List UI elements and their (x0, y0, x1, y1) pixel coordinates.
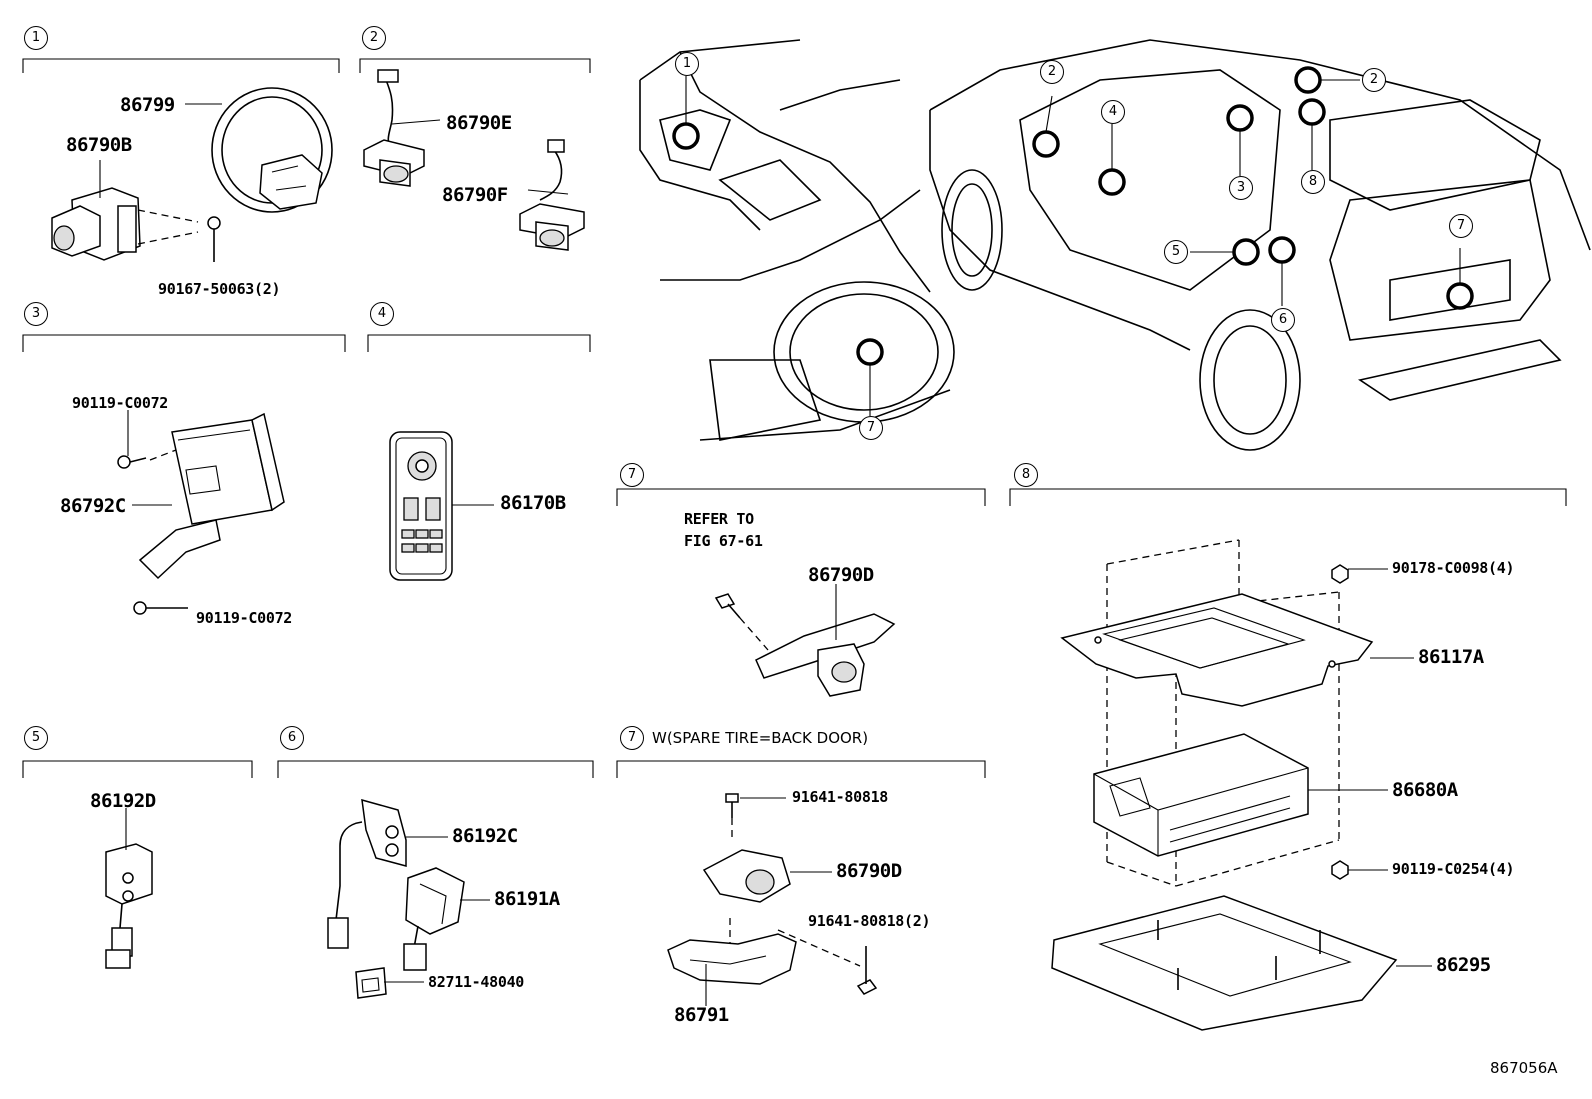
callout-rear-5: 5 (1164, 240, 1188, 264)
jack-icon (327, 798, 448, 949)
camera-bracket-icon (755, 584, 896, 697)
remote-control-icon (389, 431, 494, 581)
part-label-86117A: 86117A (1418, 646, 1484, 668)
camera-with-bracket-icon (519, 139, 585, 251)
condition-note: W(SPARE TIRE=BACK DOOR) (652, 729, 869, 747)
camera-with-bracket-icon (363, 69, 441, 187)
section-number-7a: 7 (620, 463, 644, 487)
section-number-6: 6 (280, 726, 304, 750)
camera-assembly-icon (51, 160, 199, 261)
section-number-2: 2 (362, 26, 386, 50)
callout-rear-7: 7 (1449, 214, 1473, 238)
figure-id: 867056A (1490, 1059, 1558, 1077)
screw-icon (117, 410, 188, 615)
refer-to-note-line1: REFER TO (684, 510, 754, 528)
part-label-86790E: 86790E (446, 112, 512, 134)
vehicle-rear-icon (929, 39, 1591, 451)
wire-harness-icon (185, 87, 333, 213)
callout-front-1: 1 (675, 52, 699, 76)
part-label-86170B: 86170B (500, 492, 566, 514)
callout-rear-2a: 2 (1040, 60, 1064, 84)
part-label-86192D: 86192D (90, 790, 156, 812)
mounting-plate-icon (1060, 593, 1414, 707)
section-number-4: 4 (370, 302, 394, 326)
section-number-5: 5 (24, 726, 48, 750)
part-label-90119-C0072-bottom: 90119-C0072 (196, 609, 293, 627)
refer-to-note-line2: FIG 67-61 (684, 532, 763, 550)
part-label-82711-48040: 82711-48040 (428, 973, 525, 991)
part-label-86680A: 86680A (1392, 779, 1458, 801)
nut-icon (1331, 564, 1388, 880)
part-label-86790F: 86790F (442, 184, 508, 206)
section-number-8: 8 (1014, 463, 1038, 487)
ceiling-bezel-icon (1051, 895, 1432, 1031)
screw-icon (856, 946, 878, 995)
switch-connector-icon (403, 867, 490, 971)
part-label-86790D-lower: 86790D (836, 860, 902, 882)
part-label-91641-80818-2: 91641-80818(2) (808, 912, 931, 930)
callout-rear-4: 4 (1101, 100, 1125, 124)
clip-icon (355, 967, 424, 999)
screw-icon (207, 216, 221, 262)
bolt-icon (714, 593, 769, 651)
section-brackets (22, 58, 1567, 778)
part-label-86790B: 86790B (66, 134, 132, 156)
part-label-90178-C0098: 90178-C0098(4) (1392, 559, 1515, 577)
callout-front-7: 7 (859, 416, 883, 440)
vehicle-front-icon (639, 39, 955, 441)
control-module-icon (132, 412, 285, 580)
part-label-90119-C0254: 90119-C0254(4) (1392, 860, 1515, 878)
section-number-7b: 7 (620, 726, 644, 750)
mounting-plate-icon (667, 918, 861, 1006)
callout-rear-3: 3 (1229, 176, 1253, 200)
part-label-90119-C0072-top: 90119-C0072 (72, 394, 169, 412)
camera-bracket-icon (702, 849, 832, 903)
part-label-86792C: 86792C (60, 495, 126, 517)
part-label-86295: 86295 (1436, 954, 1491, 976)
callout-rear-2b: 2 (1362, 68, 1386, 92)
callout-rear-6: 6 (1271, 308, 1295, 332)
section-number-3: 3 (24, 302, 48, 326)
part-label-86191A: 86191A (494, 888, 560, 910)
part-label-90167-50063: 90167-50063(2) (158, 280, 281, 298)
part-label-86799: 86799 (120, 94, 175, 116)
dvd-player-icon (1093, 733, 1388, 857)
part-label-86192C: 86192C (452, 825, 518, 847)
part-label-91641-80818: 91641-80818 (792, 788, 889, 806)
bolt-icon (725, 793, 786, 842)
part-label-86790D-upper: 86790D (808, 564, 874, 586)
switch-connector-icon (105, 808, 153, 969)
section-number-1: 1 (24, 26, 48, 50)
part-label-86791: 86791 (674, 1004, 729, 1026)
callout-rear-8: 8 (1301, 170, 1325, 194)
